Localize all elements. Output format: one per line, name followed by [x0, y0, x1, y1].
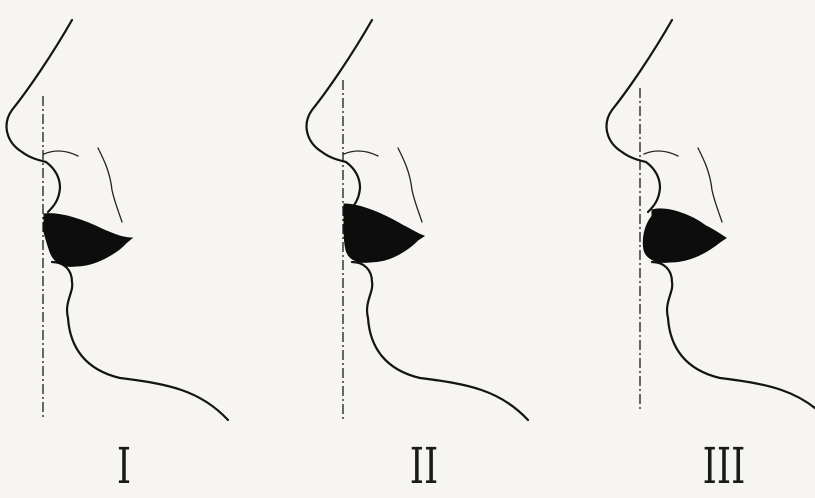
- lips-shape: [344, 204, 424, 262]
- face-profile: [7, 20, 228, 420]
- face-profile: [307, 20, 528, 420]
- panel-label-II: II: [395, 436, 453, 496]
- panel-II: [307, 20, 528, 420]
- panel-I: [7, 20, 228, 420]
- lips-shape: [643, 209, 726, 262]
- face-profile: [607, 20, 815, 420]
- lips-shape: [44, 214, 132, 267]
- panel-III: [607, 20, 815, 420]
- panel-label-I: I: [95, 436, 153, 496]
- panel-label-III: III: [695, 436, 753, 496]
